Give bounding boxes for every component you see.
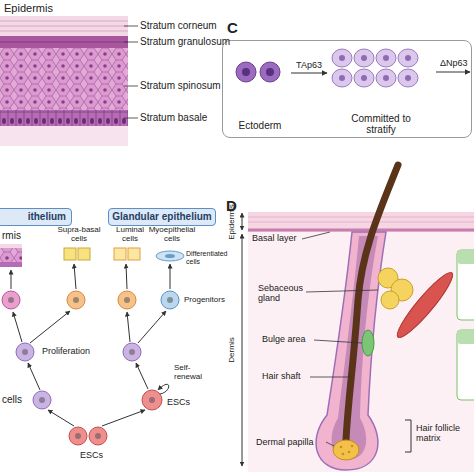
cell-group: Committed to stratify: [327, 45, 435, 135]
lineage-arrows: [11, 264, 170, 426]
node-text: C: [227, 19, 238, 36]
arrector-muscle: [392, 268, 458, 343]
cell-label: Luminal cells: [108, 226, 152, 244]
progenitor-cell: [2, 291, 20, 309]
cell-label: ESCs: [80, 451, 103, 461]
part-label: Hair shaft: [262, 372, 301, 382]
header-box: Glandular epithelium: [108, 208, 216, 226]
part-label: Hair follicle matrix: [416, 424, 470, 444]
progenitor-cell: [67, 291, 85, 309]
papilla-dots: [340, 445, 354, 456]
epidermis-piece: [0, 244, 22, 266]
side-box: [457, 250, 474, 320]
stem-cell: [33, 391, 51, 409]
bracket: [405, 420, 411, 452]
extent-arrows: [242, 213, 243, 466]
esc-cell: [89, 427, 107, 445]
leader-line: [124, 26, 138, 118]
region-label: Epidermis: [228, 204, 237, 240]
nucleus: [266, 68, 274, 76]
panel-frame: CEctodermCommitted to stratify: [222, 40, 472, 138]
arrow: [436, 71, 470, 72]
part-label: Bulge area: [262, 335, 306, 345]
ectoderm-cell: [260, 62, 280, 82]
edge-label: TAp63: [296, 61, 322, 70]
ectoderm-cell: [236, 62, 256, 82]
process-label: Self-renewal: [174, 364, 218, 382]
myoepithelial-cell: [156, 251, 184, 261]
bulge-area: [362, 330, 374, 356]
dermis-strip: [0, 126, 128, 146]
luminal-cell: [114, 248, 126, 260]
part-label: Basal layer: [252, 234, 297, 244]
stratum-basale: [0, 110, 128, 126]
proliferating-cell: [123, 343, 141, 361]
process-label: Proliferation: [42, 347, 90, 357]
leader-lines: [302, 232, 378, 446]
part-label: Dermal papilla: [256, 438, 326, 448]
stratum-granulosum: [0, 36, 128, 48]
nuclei: [8, 297, 173, 439]
epidermis-base: [0, 262, 22, 267]
layer-label: Stratum granulosum: [140, 36, 230, 47]
corneum-lines: [0, 21, 128, 31]
nucleus: [242, 68, 250, 76]
committed-cells: [332, 49, 418, 87]
cell-label: Supra-basal cells: [56, 226, 102, 244]
stage-label: Progenitors: [184, 296, 225, 305]
cell-label: ESCs: [167, 398, 190, 408]
connector-arrow: [291, 72, 327, 73]
side-box-header: [457, 250, 474, 264]
part-label: Sebaceous gland: [258, 284, 308, 304]
cell-label: rmis: [2, 230, 21, 241]
dermal-papilla: [333, 440, 359, 460]
suprabasal-cell: [64, 248, 76, 260]
suprabasal-cell: [78, 248, 90, 260]
stratum-spinosum: [0, 48, 128, 110]
side-box-header: [457, 330, 474, 344]
epidermis-top: [0, 244, 22, 248]
progenitor-cell: [118, 291, 136, 309]
luminal-cell: [128, 248, 140, 260]
nucleus: [165, 254, 175, 258]
esc-cell: [142, 390, 162, 410]
proliferating-cell: [16, 343, 34, 361]
skin-epidermis: [248, 212, 474, 232]
layer-label: Stratum basale: [140, 112, 207, 123]
esc-cell: [69, 427, 87, 445]
layer-label: Stratum spinosum: [140, 80, 221, 91]
header-box: ithelium: [0, 208, 72, 226]
basal-layer: [248, 229, 474, 232]
side-box: [457, 330, 474, 400]
panel-heading: Epidermis: [4, 2, 53, 14]
cell-label: cells: [2, 394, 22, 405]
node-text: Ectoderm: [229, 120, 291, 131]
node-text: Committed to stratify: [346, 113, 416, 135]
nuclei: [339, 55, 411, 81]
progenitor-cell: [161, 291, 179, 309]
node-text: Glandular epithelium: [109, 209, 215, 225]
layer-label: Stratum corneum: [140, 20, 217, 31]
granulosum-line: [0, 42, 128, 43]
hair-shaft: [346, 165, 398, 440]
stratum-corneum: [0, 16, 128, 36]
cell-group: Ectoderm: [229, 51, 291, 131]
sebaceous-lobe: [381, 291, 399, 309]
skin-lines: [248, 217, 474, 222]
node-text: ithelium: [0, 209, 71, 225]
factor-label: ΔNp63: [440, 59, 468, 69]
region-label: Dermis: [228, 337, 237, 362]
cell-label: Myoepithelial cells: [144, 226, 200, 244]
stage-label: Differentiated cells: [186, 250, 236, 265]
